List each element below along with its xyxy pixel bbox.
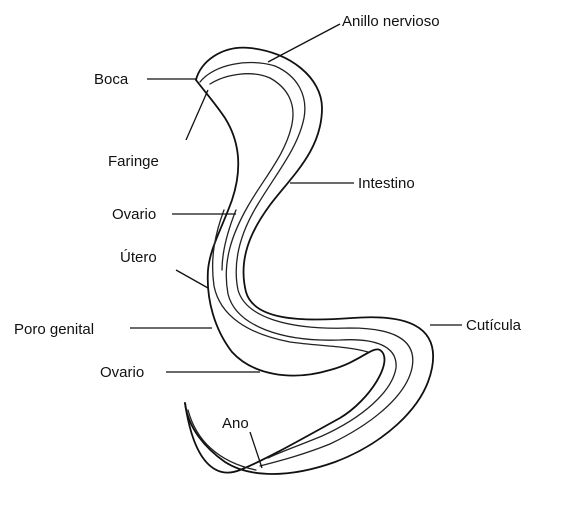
label-boca: Boca <box>94 71 129 88</box>
label-ovario-top: Ovario <box>112 206 156 223</box>
label-faringe: Faringe <box>108 153 159 170</box>
leader-utero <box>176 270 208 288</box>
label-intestino: Intestino <box>358 175 415 192</box>
label-utero: Útero <box>120 249 157 266</box>
pharynx-line <box>200 63 413 466</box>
leader-anillo-nervioso <box>268 24 340 62</box>
body-outline-right <box>185 80 384 473</box>
label-ovario-bottom: Ovario <box>100 364 144 381</box>
intestine-line <box>210 74 396 458</box>
label-poro-genital: Poro genital <box>14 321 94 338</box>
label-cuticula: Cutícula <box>466 317 522 334</box>
leader-faringe <box>186 90 208 140</box>
label-ano: Ano <box>222 415 249 432</box>
label-anillo-nervioso: Anillo nervioso <box>342 13 440 30</box>
